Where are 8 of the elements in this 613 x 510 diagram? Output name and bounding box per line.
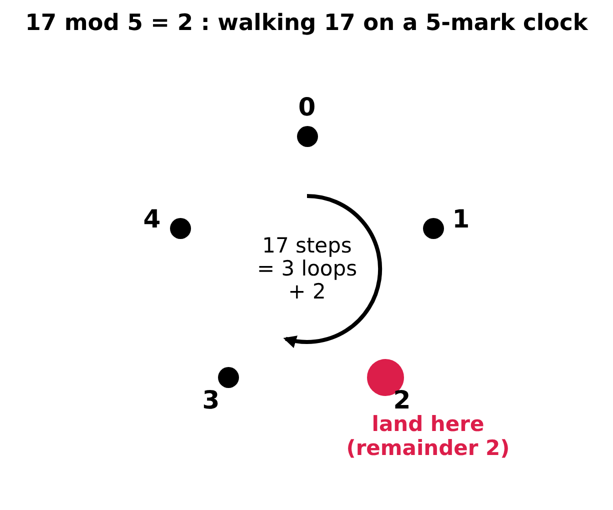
mark-number: 1 xyxy=(452,205,470,233)
remainder-note: land here (remainder 2) xyxy=(345,412,511,460)
mark-number: 3 xyxy=(202,386,220,414)
mark-number: 0 xyxy=(298,93,316,121)
mark-number: 4 xyxy=(143,205,161,233)
step-count-note: 17 steps = 3 loops + 2 xyxy=(256,234,358,304)
title: 17 mod 5 = 2 : walking 17 on a 5-mark clock xyxy=(25,10,588,37)
mark-number: 2 xyxy=(393,386,411,414)
